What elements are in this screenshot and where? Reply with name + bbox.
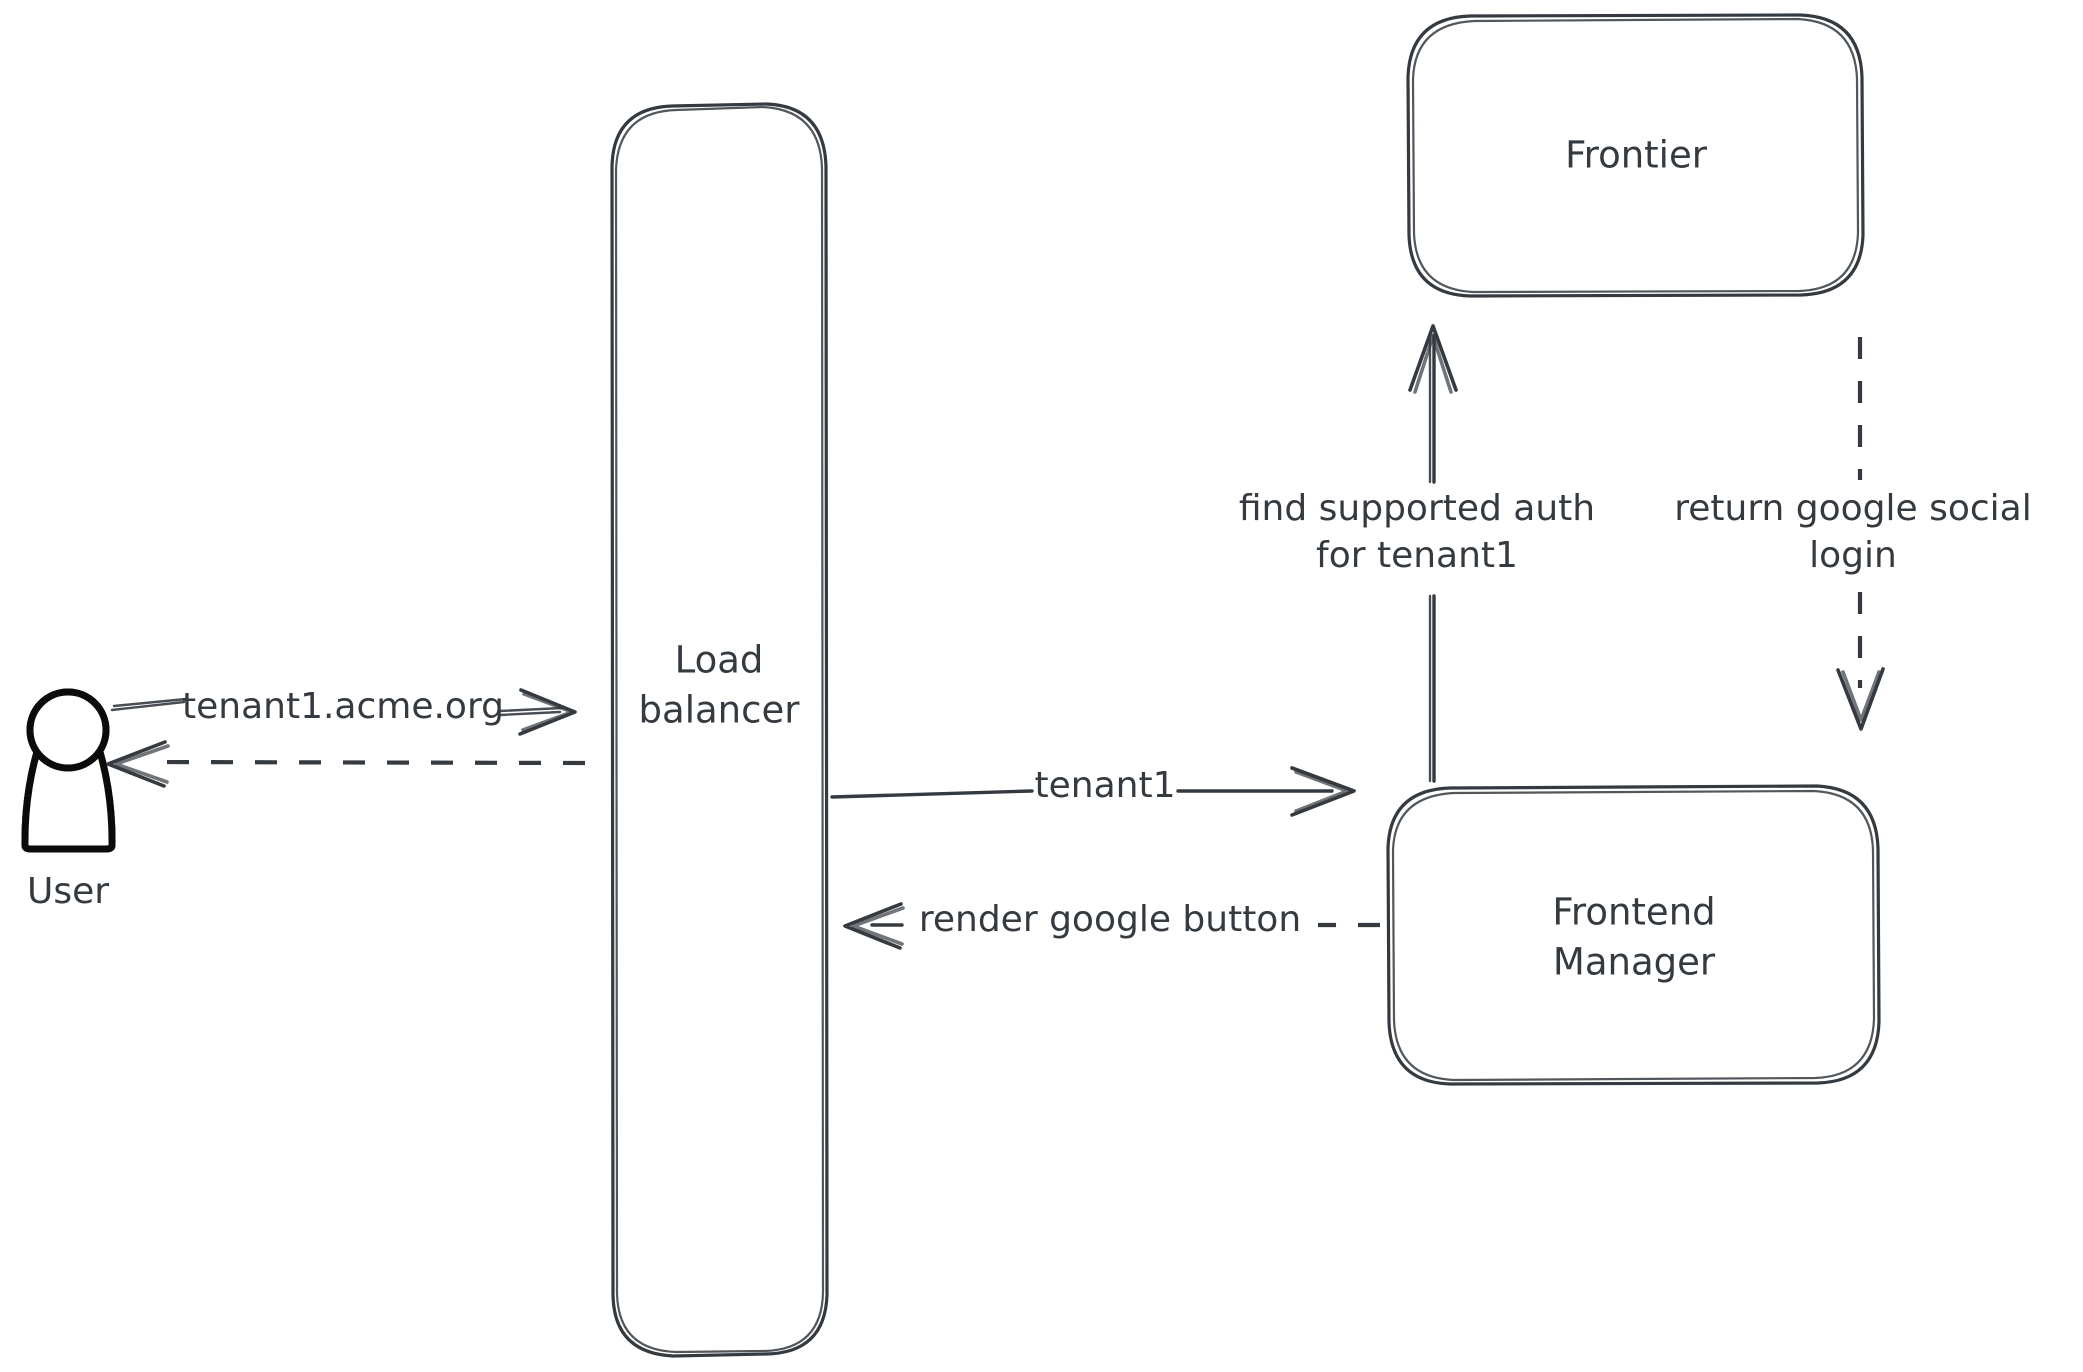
- node-label-load-balancer-line1: Load: [675, 639, 764, 682]
- node-frontier[interactable]: Frontier: [1406, 13, 1865, 298]
- node-label-frontend-manager-line1: Frontend: [1552, 891, 1715, 934]
- node-frontend-manager[interactable]: Frontend Manager: [1386, 784, 1881, 1086]
- node-label-load-balancer-line2: balancer: [639, 689, 801, 732]
- actor-label-user: User: [27, 871, 109, 912]
- edge-label-render-google-button: render google button: [919, 899, 1301, 940]
- edge-frontend-manager-to-load-balancer[interactable]: render google button: [843, 899, 1380, 950]
- edge-user-to-load-balancer[interactable]: tenant1.acme.org: [110, 686, 577, 736]
- edge-label-tenant1: tenant1: [1035, 765, 1176, 806]
- actor-user[interactable]: User: [21, 688, 116, 912]
- node-label-frontend-manager-line2: Manager: [1553, 941, 1716, 984]
- edge-frontend-manager-to-frontier[interactable]: find supported auth for tenant1: [1239, 324, 1595, 783]
- edge-load-balancer-to-frontend-manager[interactable]: tenant1: [830, 765, 1356, 817]
- edge-load-balancer-to-user[interactable]: [106, 740, 586, 788]
- edge-label-return-google-social-line1: return google social: [1674, 488, 2032, 529]
- node-label-frontier: Frontier: [1565, 134, 1708, 177]
- edge-label-find-supported-auth-line2: for tenant1: [1316, 535, 1518, 576]
- edge-label-find-supported-auth-line1: find supported auth: [1239, 488, 1595, 529]
- edge-label-tenant1-acme-org: tenant1.acme.org: [182, 686, 504, 727]
- edge-label-return-google-social-line2: login: [1809, 535, 1897, 576]
- edge-frontier-to-frontend-manager[interactable]: return google social login: [1674, 337, 2032, 731]
- node-load-balancer[interactable]: Load balancer: [610, 102, 829, 1358]
